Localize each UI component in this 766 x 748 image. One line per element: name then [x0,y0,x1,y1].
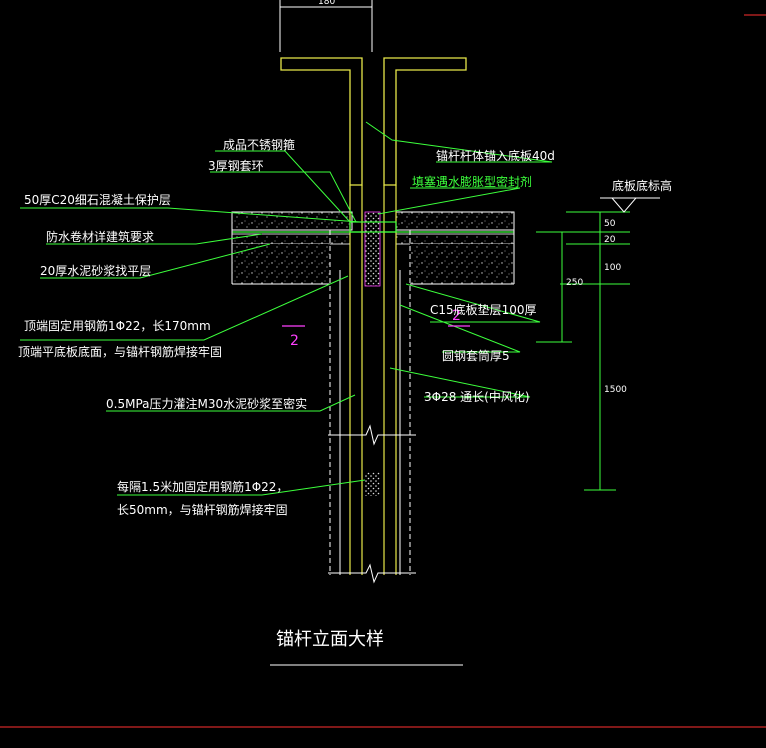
label-finished-rebar: 成品不锈钢箍 [223,137,295,152]
slab [231,211,515,285]
break-lines [328,424,416,584]
label-mortar-layer: 20厚水泥砂浆找平层 [40,263,151,278]
dim-top: 180 [318,0,335,7]
dim-100: 100 [604,263,621,273]
label-anchor-into: 锚杆杆体锚入底板40d [436,148,555,163]
label-slab-top: 底板底标高 [612,178,672,193]
label-sleeve: 圆钢套筒厚5 [442,348,510,363]
label-grout: 0.5MPa压力灌注M30水泥砂浆至密实 [106,396,307,411]
elevation-marker [600,197,660,213]
dim-250: 250 [566,278,583,288]
section-mark-left: 2 [290,333,299,349]
label-protect-layer: 50厚C20细石混凝土保护层 [24,192,171,207]
steel-ring [349,221,397,233]
anchor-bars [349,185,397,575]
label-c15: C15底板垫层100厚 [430,302,537,317]
dim-20: 20 [604,235,616,245]
right-dimensions [536,211,630,491]
label-sealant: 填塞遇水膨胀型密封剂 [412,174,532,189]
top-dimension [279,0,373,52]
label-top-bar-1: 顶端固定用钢筋1Φ22，长170mm [24,318,211,333]
drawing-title: 锚杆立面大样 [276,629,384,650]
dim-50: 50 [604,219,616,229]
leader-lines [20,121,553,496]
label-top-bar-2: 顶端平底板底面，与锚杆钢筋焊接牢固 [18,344,222,359]
label-mid-bar-2: 长50mm，与锚杆钢筋焊接牢固 [117,502,288,517]
label-steel-ring: 3厚钢套环 [208,159,264,173]
dim-1500: 1500 [604,385,627,395]
fixing-bar-block [365,472,380,496]
sealant-block [364,211,381,287]
label-bars: 3Φ28 通长(中风化) [424,389,530,404]
anchor-top-hooks [280,57,467,186]
steel-sleeve [329,230,411,575]
label-waterproof-roll: 防水卷材详建筑要求 [46,229,154,244]
section-mark-right: 2 [452,308,461,324]
label-mid-bar-1: 每隔1.5米加固定用钢筋1Φ22， [117,479,288,494]
